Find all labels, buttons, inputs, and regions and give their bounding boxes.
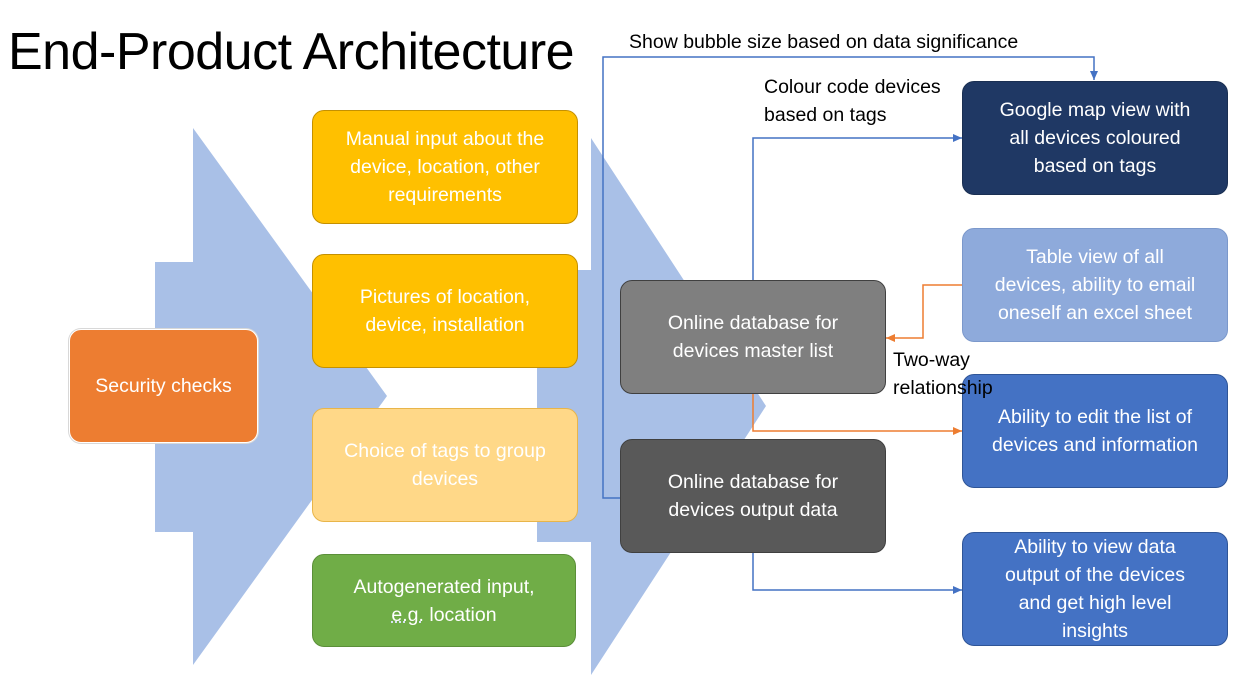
db-output-data-box: Online database for devices output data xyxy=(620,439,886,553)
autogenerated-input-prefix: Autogenerated input, xyxy=(353,575,535,598)
two-way-annotation: Two-way relationship xyxy=(893,349,993,399)
security-checks-label: Security checks xyxy=(95,375,232,397)
map-view-box: Google map view with all devices coloure… xyxy=(962,81,1228,195)
edit-list-label: Ability to edit the list of devices and … xyxy=(992,406,1198,456)
big-arrow-right xyxy=(537,138,766,675)
bubble-size-annotation: Show bubble size based on data significa… xyxy=(629,31,1019,53)
eg-text: e.g. xyxy=(391,603,424,626)
colour-code-annotation: Colour code devices based on tags xyxy=(764,76,941,126)
edit-list-box: Ability to edit the list of devices and … xyxy=(962,374,1228,488)
view-output-label: Ability to view data output of the devic… xyxy=(1005,536,1185,642)
view-output-box: Ability to view data output of the devic… xyxy=(962,532,1228,646)
tags-choice-label: Choice of tags to group devices xyxy=(344,440,546,490)
colour-code-connector xyxy=(752,134,962,280)
view-output-connector xyxy=(752,553,962,594)
map-view-label: Google map view with all devices coloure… xyxy=(999,99,1191,177)
db-output-data-label: Online database for devices output data xyxy=(667,471,839,521)
edit-list-connector xyxy=(752,393,962,435)
table-view-box: Table view of all devices, ability to em… xyxy=(962,228,1228,342)
manual-input-box: Manual input about the device, location,… xyxy=(312,110,578,224)
pictures-box: Pictures of location, device, installati… xyxy=(312,254,578,368)
db-master-list-box: Online database for devices master list xyxy=(620,280,886,394)
table-view-connector xyxy=(886,284,962,342)
security-checks-box: Security checks xyxy=(69,329,258,443)
table-view-label: Table view of all devices, ability to em… xyxy=(994,246,1196,324)
big-arrow-left xyxy=(155,128,387,665)
manual-input-label: Manual input about the device, location,… xyxy=(345,128,545,206)
autogenerated-input-suffix: location xyxy=(423,603,497,626)
autogenerated-input-label: Autogenerated input, e.g. location xyxy=(353,573,534,629)
bubble-size-connector xyxy=(602,56,1098,499)
tags-choice-box: Choice of tags to group devices xyxy=(312,408,578,522)
page-title: End-Product Architecture xyxy=(8,23,575,81)
autogenerated-input-box: Autogenerated input, e.g. location xyxy=(312,554,576,647)
db-master-list-label: Online database for devices master list xyxy=(667,312,839,362)
pictures-label: Pictures of location, device, installati… xyxy=(359,286,531,336)
